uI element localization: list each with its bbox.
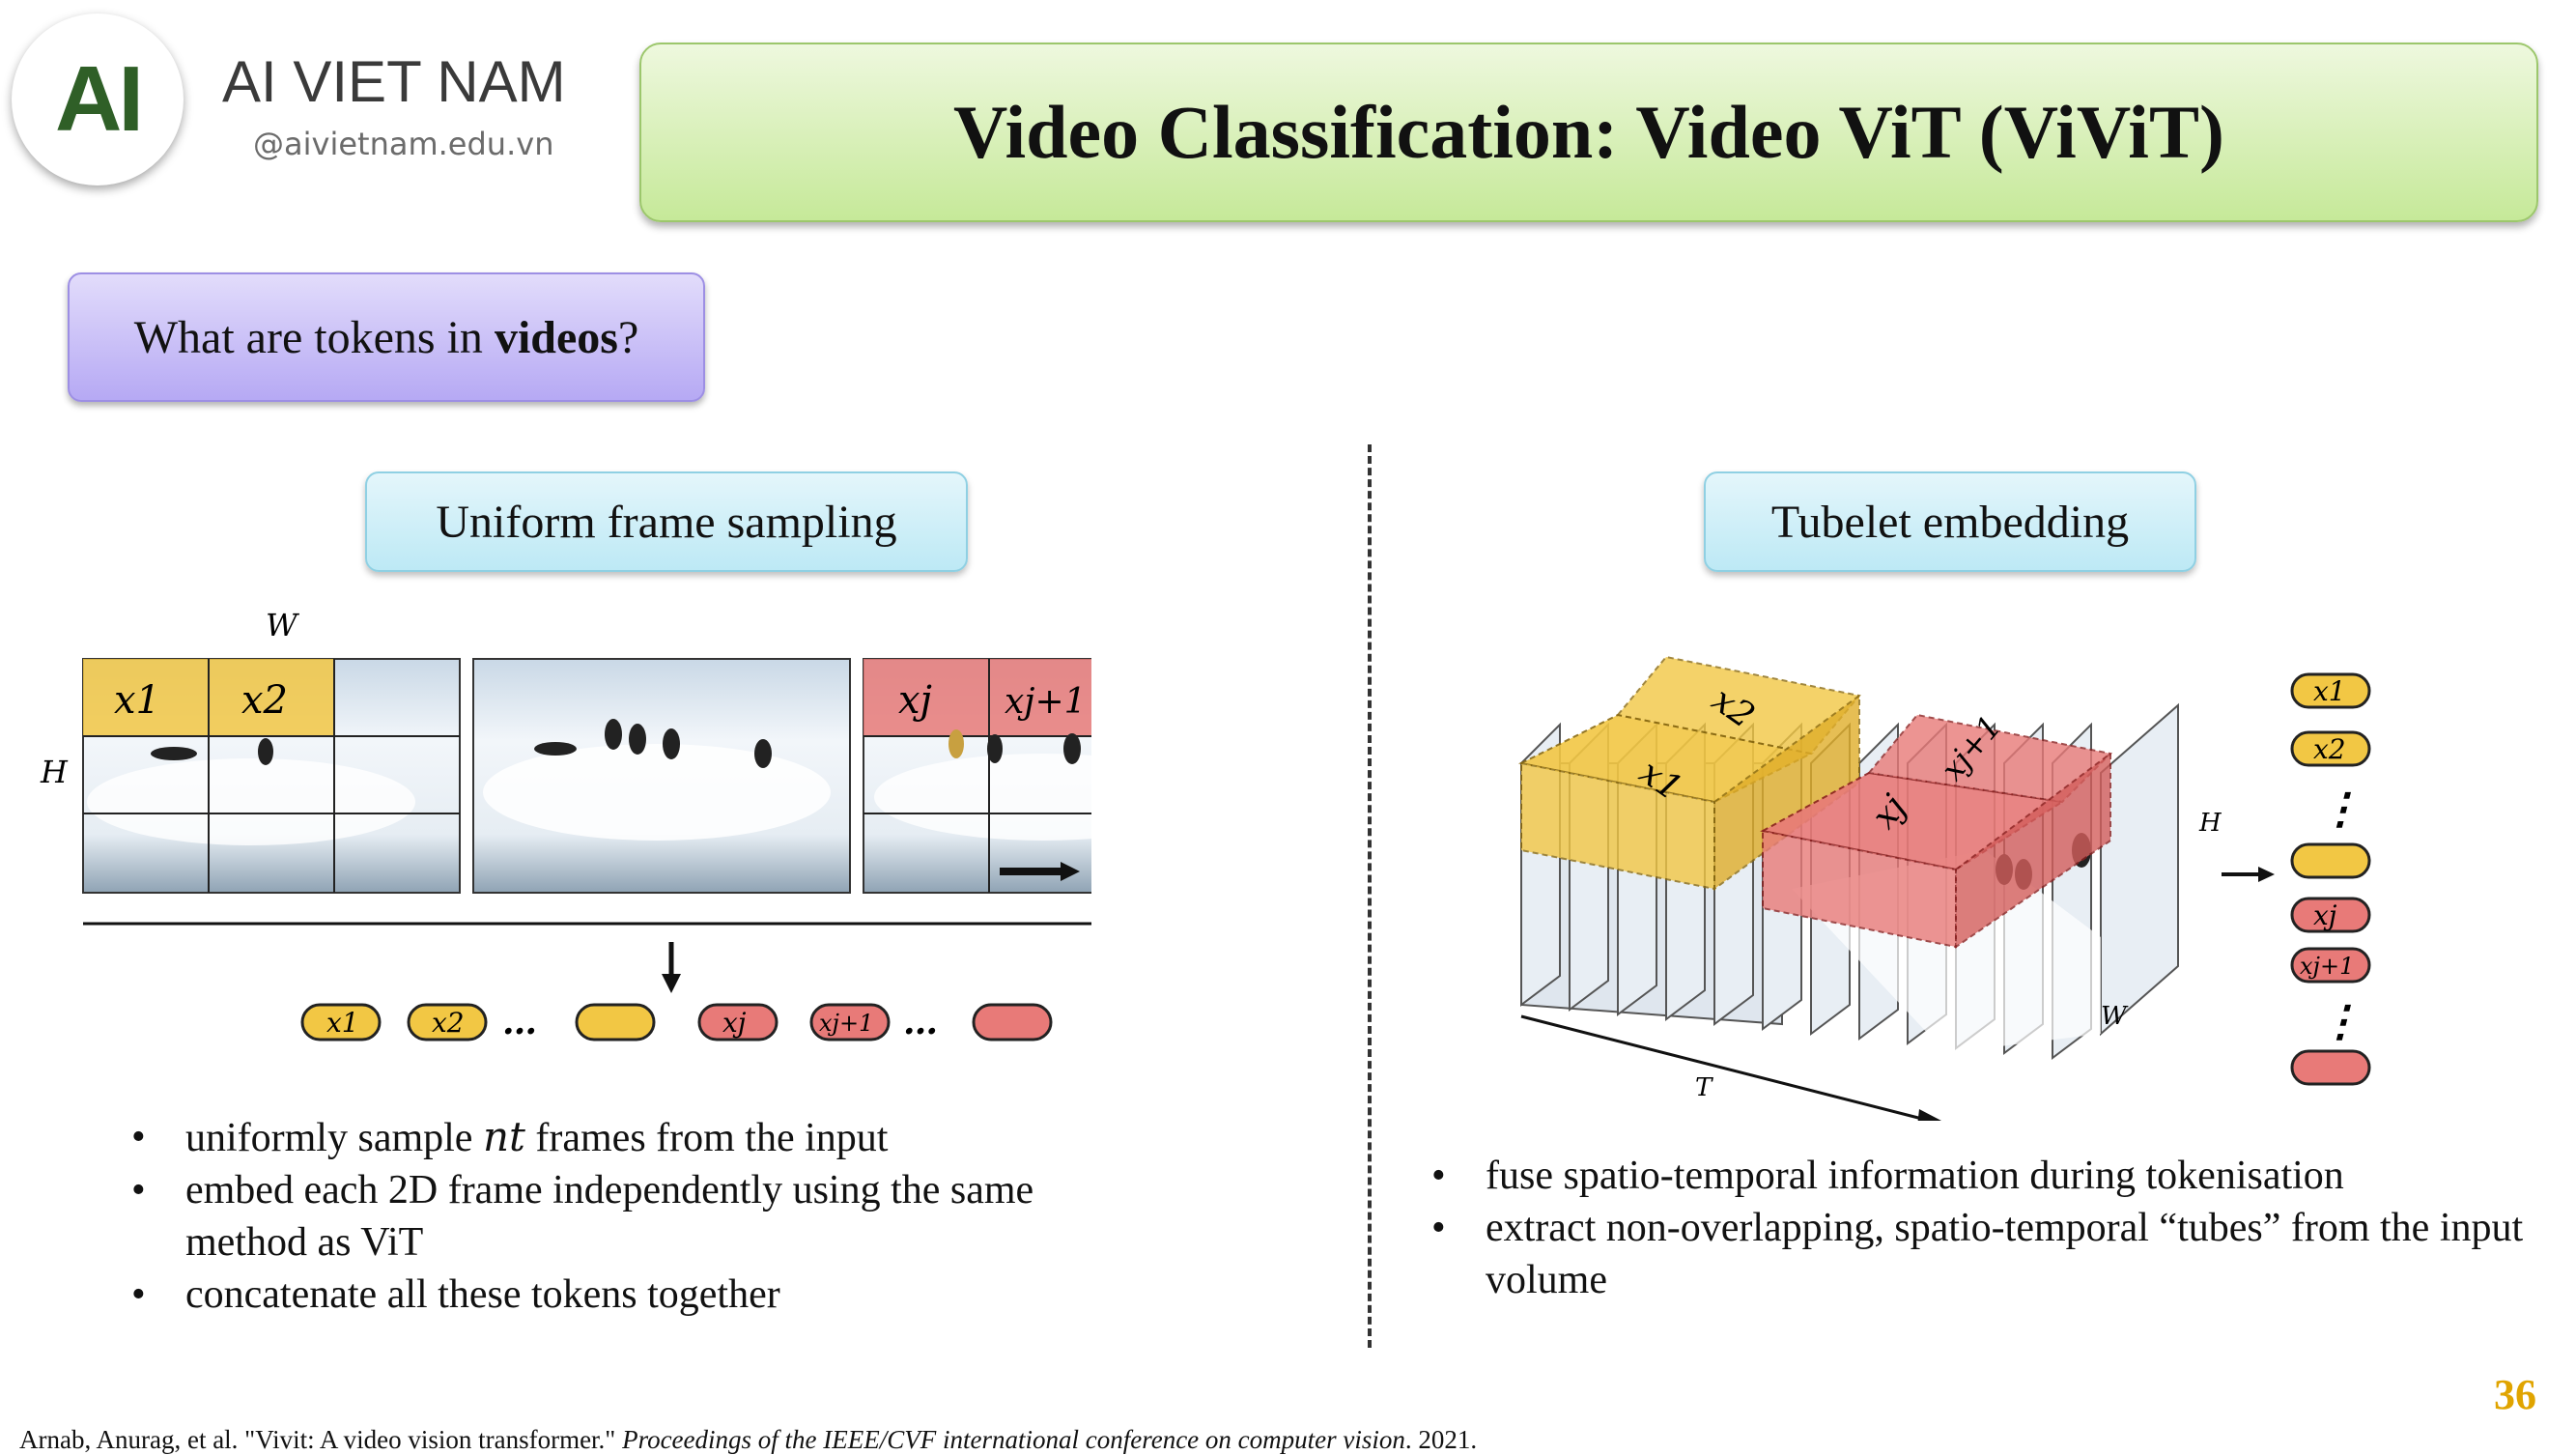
token-xj1-label: xj+1 bbox=[819, 1010, 873, 1037]
penguin-icon bbox=[151, 747, 197, 760]
brand-name: AI VIET NAM bbox=[222, 49, 566, 114]
left-axis-h: H bbox=[40, 754, 69, 790]
left-bullet-2: embed each 2D frame independently using … bbox=[131, 1164, 1091, 1269]
token-xj1 bbox=[809, 1003, 891, 1041]
penguin-icon bbox=[948, 729, 964, 758]
right-bullet-2-text: extract non-overlapping, spatio-temporal… bbox=[1486, 1206, 2524, 1302]
column-token-xj1 bbox=[2290, 947, 2371, 984]
video-frame-3: xj xj+1 bbox=[863, 658, 1091, 894]
penguin-icon bbox=[629, 724, 646, 755]
column-token-xj bbox=[2290, 897, 2371, 933]
left-token-row: x1 x2 … xj xj+1 … bbox=[300, 1002, 1053, 1042]
question-prefix: What are tokens in bbox=[133, 311, 495, 363]
column-token-x1 bbox=[2290, 672, 2371, 709]
token-x2 bbox=[407, 1003, 488, 1041]
penguin-icon bbox=[754, 739, 772, 768]
question-bold: videos bbox=[494, 311, 618, 363]
token-red-last bbox=[972, 1003, 1053, 1041]
column-token-xj-label: xj bbox=[2313, 899, 2337, 931]
token-xj-label: xj bbox=[722, 1007, 747, 1039]
logo-mark: AI bbox=[55, 47, 144, 151]
tubelet-time-axis bbox=[1520, 1014, 1923, 1121]
left-bullet-2-text: embed each 2D frame independently using … bbox=[185, 1168, 1034, 1265]
patch-label-x2: x2 bbox=[241, 678, 288, 723]
logo: AI bbox=[12, 14, 184, 185]
title-banner: Video Classification: Video ViT (ViViT) bbox=[639, 43, 2538, 222]
citation: Arnab, Anurag, et al. "Vivit: A video vi… bbox=[19, 1425, 1477, 1455]
ellipsis-1: … bbox=[502, 1002, 537, 1042]
token-x2-label: x2 bbox=[432, 1007, 465, 1039]
uniform-sampling-label: Uniform frame sampling bbox=[365, 471, 968, 572]
question-suffix: ? bbox=[617, 311, 639, 363]
citation-authors: Arnab, Anurag, et al. "Vivit: A video vi… bbox=[19, 1425, 623, 1454]
penguin-icon bbox=[258, 738, 273, 765]
red-patch-row bbox=[863, 659, 1091, 736]
citation-year: . 2021. bbox=[1404, 1425, 1478, 1454]
penguin-icon bbox=[605, 719, 622, 750]
tubelet-embedding-text: Tubelet embedding bbox=[1770, 496, 2130, 548]
penguin-icon bbox=[987, 734, 1003, 763]
vertical-ellipsis-1: ⋮ bbox=[2319, 785, 2362, 834]
token-yellow-last bbox=[575, 1003, 656, 1041]
ellipsis-2: … bbox=[903, 1002, 938, 1042]
left-bullet-3-text: concatenate all these tokens together bbox=[185, 1272, 780, 1317]
video-frame-2 bbox=[472, 658, 851, 894]
right-token-column: x1 x2 ⋮ xj xj+1 ⋮ bbox=[2290, 672, 2371, 1086]
vertical-ellipsis-2: ⋮ bbox=[2319, 997, 2362, 1046]
column-token-x2 bbox=[2290, 730, 2371, 767]
yellow-tube: x1 x2 bbox=[1517, 655, 1861, 891]
right-axis-h: H bbox=[2198, 809, 2222, 838]
tubelet-embedding-label: Tubelet embedding bbox=[1704, 471, 2196, 572]
left-bullet-1-math: nt bbox=[482, 1113, 525, 1160]
tubelet-embedding-diagram: x1 x2 xj xj+1 T W H x1 x2 ⋮ xj xj+1 ⋮ bbox=[1517, 655, 2371, 1121]
left-bullet-1: uniformly sample nt frames from the inpu… bbox=[131, 1111, 1091, 1164]
left-bullet-1-after: frames from the input bbox=[524, 1116, 889, 1160]
patch-label-x1: x1 bbox=[114, 678, 160, 723]
right-axis-t: T bbox=[1695, 1073, 1713, 1102]
penguin-icon bbox=[534, 742, 577, 756]
brand-website: @aivietnam.edu.vn bbox=[253, 126, 554, 162]
patch-label-xj1: xj+1 bbox=[1005, 682, 1087, 722]
right-axis-w: W bbox=[2101, 1002, 2129, 1031]
right-bullets: fuse spatio-temporal information during … bbox=[1426, 1150, 2536, 1306]
red-tube: xj xj+1 bbox=[1760, 708, 2113, 949]
penguin-icon bbox=[663, 728, 680, 759]
uniform-sampling-diagram: W H x1 x2 xj xj+1 bbox=[40, 609, 1091, 1042]
column-token-yellow-last bbox=[2290, 842, 2371, 879]
penguin-icon bbox=[1063, 733, 1081, 764]
left-bullet-1-before: uniformly sample bbox=[185, 1116, 483, 1160]
question-box: What are tokens in videos? bbox=[68, 272, 705, 402]
column-token-x2-label: x2 bbox=[2313, 733, 2346, 765]
token-x1 bbox=[300, 1003, 382, 1041]
token-xj bbox=[697, 1003, 778, 1041]
video-frame-1: x1 x2 bbox=[82, 658, 461, 894]
column-token-x1-label: x1 bbox=[2313, 675, 2346, 707]
page-number: 36 bbox=[2494, 1371, 2536, 1418]
section-divider bbox=[1368, 444, 1372, 1348]
right-bullet-1-text: fuse spatio-temporal information during … bbox=[1486, 1154, 2344, 1198]
column-token-xj1-label: xj+1 bbox=[2300, 953, 2354, 980]
uniform-sampling-text: Uniform frame sampling bbox=[436, 496, 897, 548]
left-axis-w: W bbox=[266, 609, 300, 643]
token-x1-label: x1 bbox=[326, 1007, 359, 1039]
left-bullet-3: concatenate all these tokens together bbox=[131, 1269, 1091, 1321]
patch-label-xj: xj bbox=[898, 678, 932, 723]
left-bullets: uniformly sample nt frames from the inpu… bbox=[126, 1111, 1091, 1321]
column-token-red-last bbox=[2290, 1049, 2371, 1086]
right-bullet-1: fuse spatio-temporal information during … bbox=[1431, 1150, 2536, 1202]
slide-title: Video Classification: Video ViT (ViViT) bbox=[953, 90, 2224, 174]
right-bullet-2: extract non-overlapping, spatio-temporal… bbox=[1431, 1202, 2536, 1306]
citation-venue: Proceedings of the IEEE/CVF internationa… bbox=[622, 1425, 1405, 1454]
